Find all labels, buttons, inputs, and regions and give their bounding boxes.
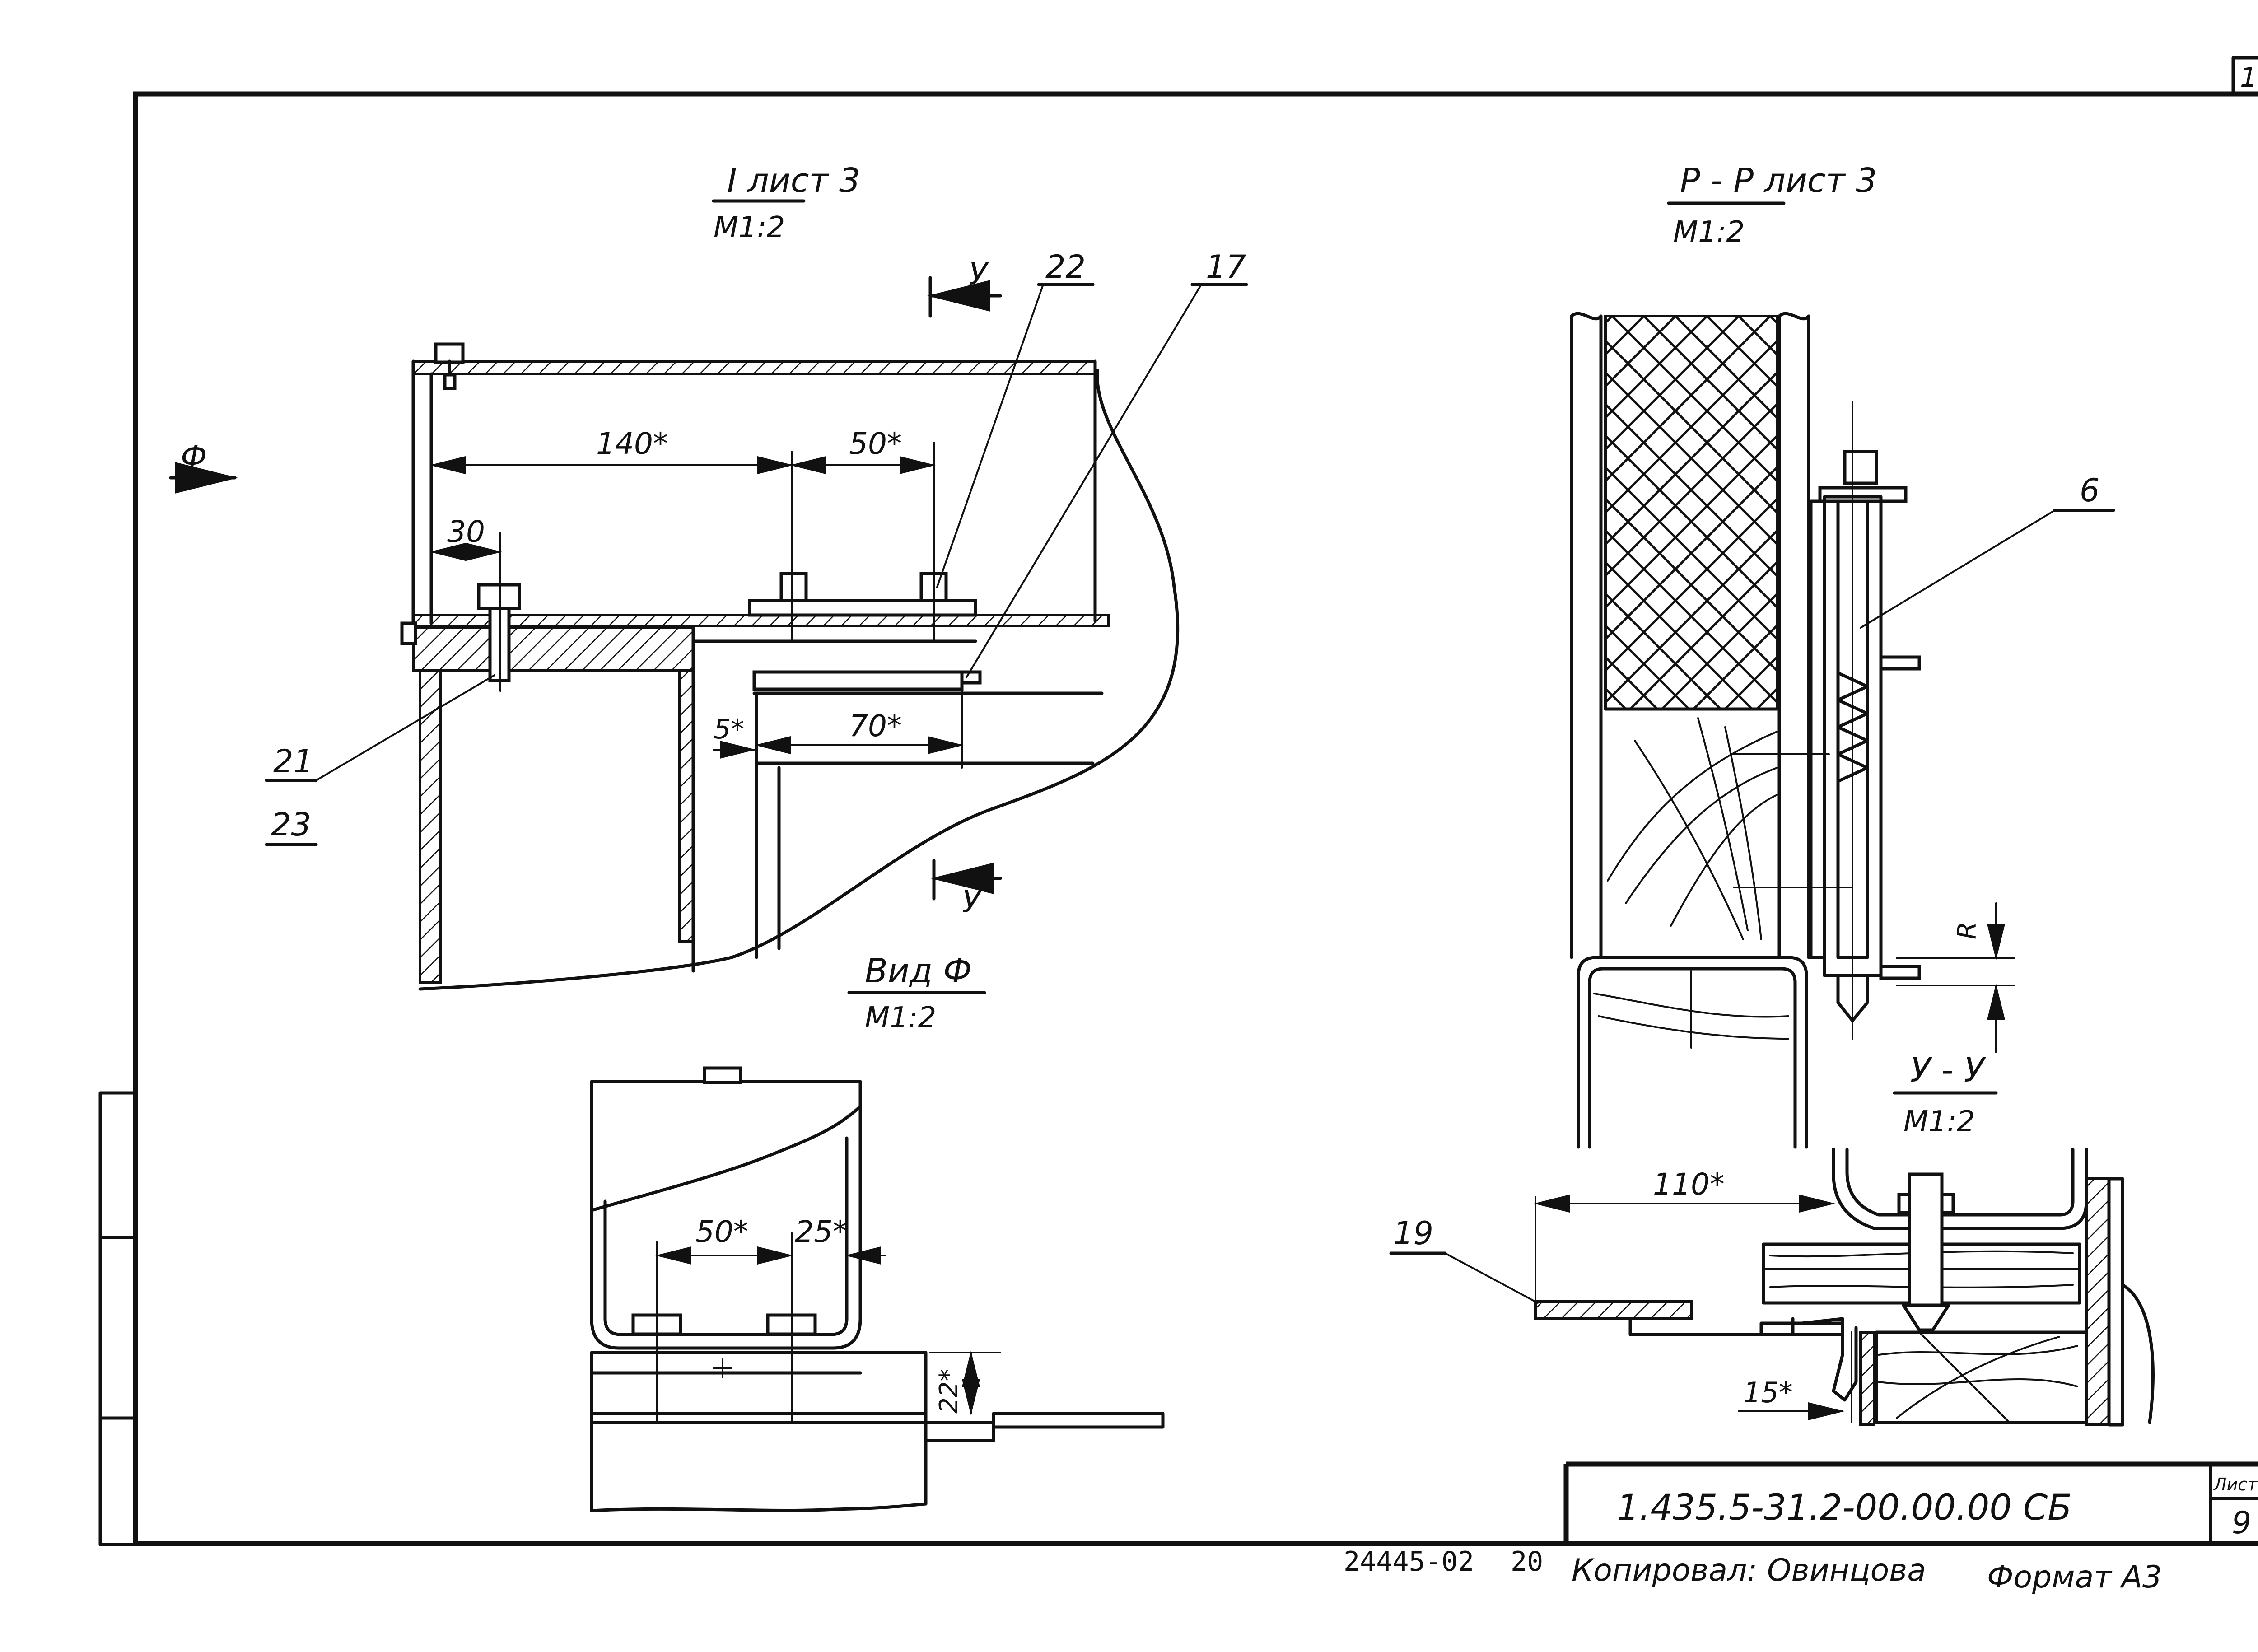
view-i-drawing	[400, 342, 1180, 991]
view-f-drawing	[590, 1066, 1165, 1512]
corner-number: 19	[2240, 62, 2258, 93]
view-pp-drawing	[1570, 312, 2115, 1149]
view-uu-drawing	[1389, 1148, 2155, 1427]
view-pp-title-group: Р - Р лист 3 М1:2	[1667, 161, 1877, 249]
dim-22: 22*	[934, 1369, 964, 1414]
view-uu-title: У - У	[1910, 1051, 1987, 1090]
dim-15: 15*	[1743, 1376, 1793, 1409]
sheet-number: 9	[2232, 1505, 2251, 1541]
dim-25: 25*	[795, 1214, 848, 1249]
view-uu-title-group: У - У М1:2	[1893, 1051, 1998, 1139]
dim-5: 5*	[714, 714, 744, 745]
section-u-top-label: У	[969, 257, 989, 292]
paper-format: Формат А3	[1987, 1559, 2162, 1595]
view-uu-scale: М1:2	[1903, 1105, 1975, 1139]
callout-22: 22	[1045, 248, 1086, 285]
section-marker-u-top: У	[927, 257, 1002, 318]
section-marker-u-bottom: У	[931, 859, 1002, 920]
inventory-number: 24445-02	[1344, 1546, 1474, 1577]
title-block	[1563, 1461, 2258, 1545]
view-pp-scale: М1:2	[1673, 215, 1745, 249]
view-f-title: Вид Ф	[865, 952, 972, 990]
r-mark: R	[1953, 922, 1982, 939]
callouts-view-i	[265, 283, 1248, 846]
view-f-scale: М1:2	[865, 1001, 936, 1035]
document-code: 1.435.5-31.2-00.00.00 СБ	[1617, 1488, 2072, 1528]
copied-by: Копировал: Овинцова	[1572, 1553, 1926, 1588]
sheet-frame	[98, 56, 2258, 1546]
inventory-sub-number: 20	[1511, 1546, 1543, 1577]
view-f-arrow: Ф	[169, 439, 238, 494]
view-i-title-group: I лист 3 М1:2	[712, 161, 860, 244]
dim-50-top: 50*	[849, 426, 902, 461]
sheet-label: Лист	[2213, 1475, 2258, 1494]
dim-110: 110*	[1653, 1167, 1725, 1202]
dim-30: 30	[447, 514, 485, 549]
view-i-title: I лист 3	[727, 161, 860, 200]
view-f-arrow-label: Ф	[181, 439, 207, 475]
view-i-scale: М1:2	[714, 211, 785, 244]
callout-6: 6	[2080, 472, 2100, 509]
view-i-dimensions	[429, 456, 964, 759]
callout-17: 17	[1206, 248, 1246, 285]
callout-21: 21	[273, 743, 313, 780]
callout-23: 23	[271, 806, 311, 843]
dim-140: 140*	[596, 426, 668, 461]
section-u-bottom-label: У	[962, 884, 983, 920]
view-pp-title: Р - Р лист 3	[1680, 161, 1877, 200]
dim-50-bottom: 50*	[695, 1214, 748, 1249]
dim-70: 70*	[849, 709, 902, 743]
callout-19: 19	[1393, 1215, 1433, 1252]
view-f-title-group: Вид Ф М1:2	[847, 952, 986, 1035]
